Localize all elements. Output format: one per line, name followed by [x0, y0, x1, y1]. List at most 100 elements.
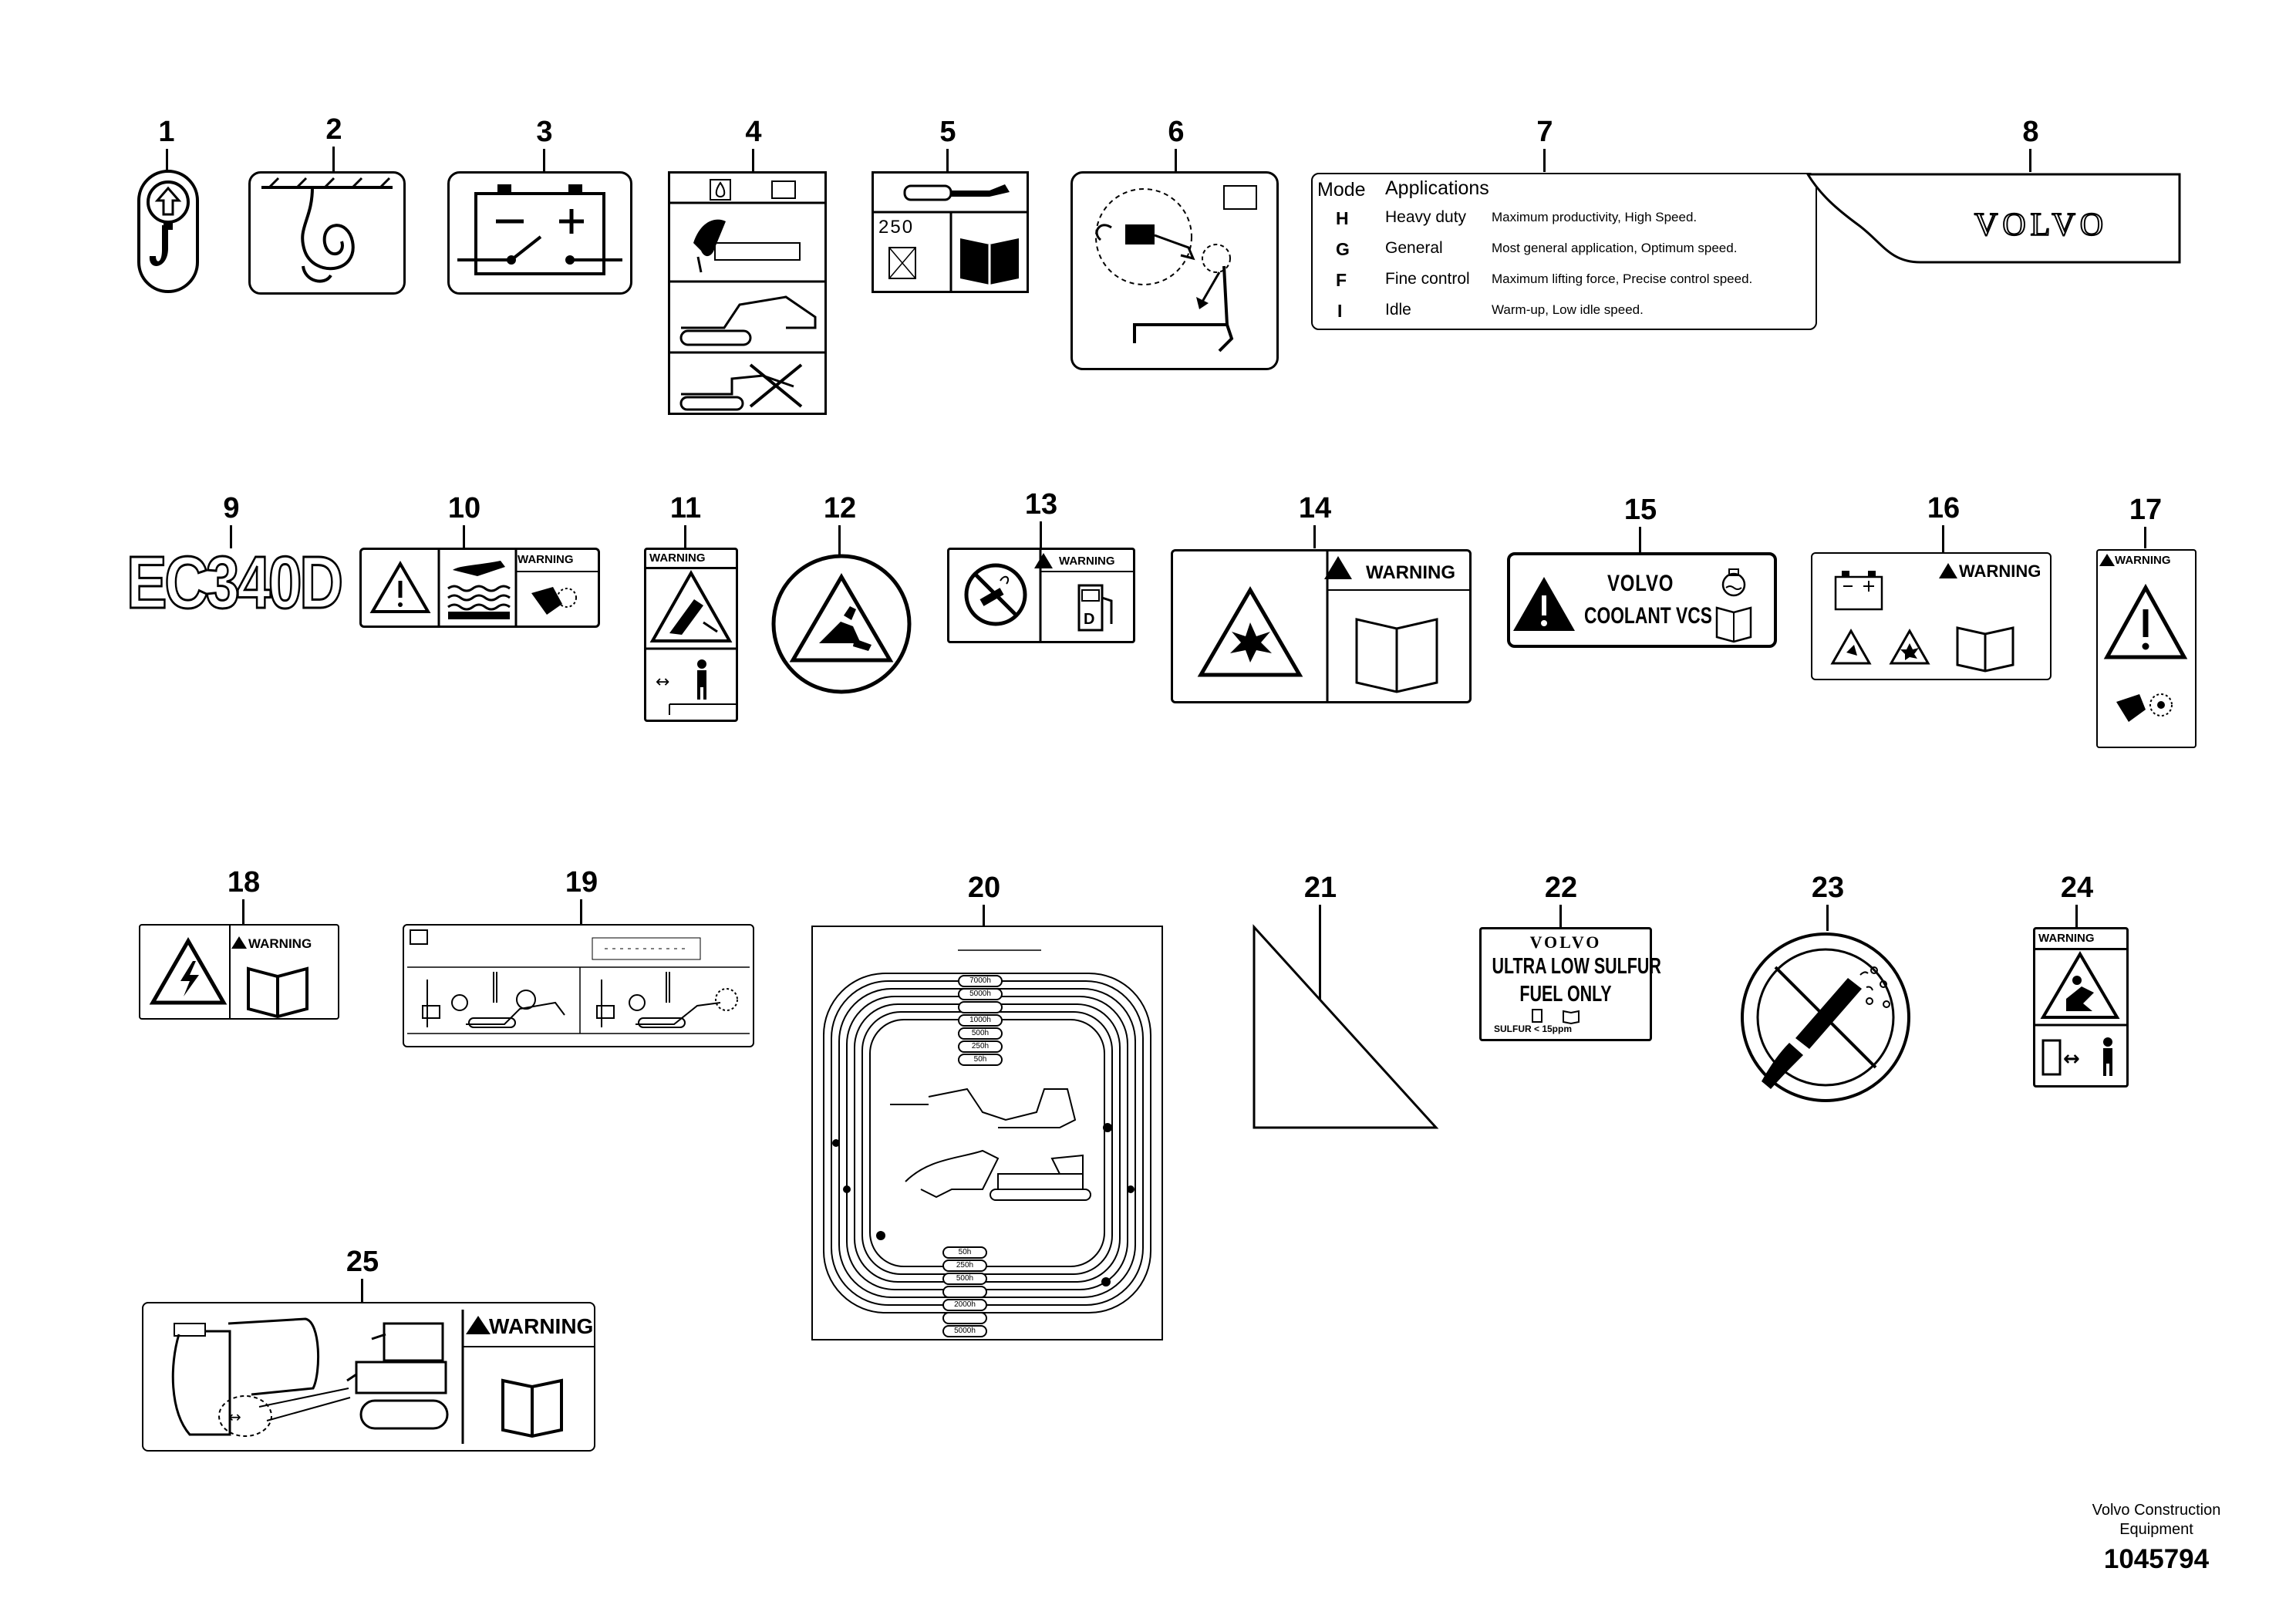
leader-line [1040, 521, 1042, 548]
interval-badge: 250h [958, 1040, 1003, 1053]
publisher-name-line1: Volvo Construction [2092, 1502, 2221, 1519]
leader-line [1175, 149, 1177, 172]
leader-line [361, 1279, 363, 1303]
volvo-wordmark: VOLVO [1974, 207, 2109, 244]
warning-label: WARNING [1059, 555, 1115, 568]
warning-label: WARNING [518, 553, 574, 566]
callout-23: 23 [1811, 872, 1845, 904]
explosion-warning-icons [1197, 551, 1469, 701]
crush-hazard-icon: ↔ [646, 569, 736, 715]
callout-20: 20 [967, 872, 1001, 904]
leader-line [1826, 905, 1829, 931]
interval-badge: 50h [942, 1246, 987, 1259]
warning-label: WARNING [489, 1314, 594, 1338]
leader-line [983, 905, 985, 928]
publisher-block: Volvo Construction Equipment [2064, 1501, 2249, 1539]
mode-description: Maximum lifting force, Precise control s… [1492, 271, 1753, 286]
mode-description: Maximum productivity, High Speed. [1492, 210, 1698, 224]
mode-name: Heavy duty [1385, 208, 1467, 226]
decal-18-electric-shock-warning: WARNING [139, 924, 339, 1020]
callout-12: 12 [823, 492, 857, 524]
callout-25: 25 [346, 1246, 379, 1278]
badge-outline-icon [1805, 173, 2181, 264]
drawing-number: 1045794 [2103, 1544, 2210, 1574]
callout-11: 11 [669, 492, 702, 524]
mode-code: G [1336, 239, 1350, 259]
interval-badge: 5000h [942, 1325, 987, 1337]
warning-label: WARNING [1366, 562, 1455, 583]
interval-badge: 500h [958, 1027, 1003, 1040]
warning-label: WARNING [2115, 554, 2171, 567]
interval-badge: 250h [942, 1259, 987, 1272]
battery-hazard-icons [1830, 563, 2014, 673]
leader-line [230, 525, 232, 548]
leader-line [580, 899, 582, 926]
callout-8: 8 [2022, 116, 2039, 148]
hot-surface-icons [369, 550, 598, 626]
applications-header: Applications [1385, 177, 1489, 199]
decal-8-volvo-badge: VOLVO [1805, 171, 2183, 265]
decal-9-model-name: EC340D [126, 541, 345, 624]
electric-shock-icons [149, 926, 308, 1018]
callout-9: 9 [223, 492, 240, 524]
publisher-name-line2: Equipment [2119, 1521, 2193, 1538]
decal-11-crush-hazard: WARNING ↔ [644, 548, 738, 722]
callout-22: 22 [1544, 872, 1578, 904]
decal-6-control-lever-lock [1070, 171, 1279, 370]
callout-1: 1 [158, 116, 175, 148]
leader-line [332, 147, 335, 173]
leader-line [946, 149, 949, 172]
interval-badge: 7000h [958, 975, 1003, 987]
decal-22-ultra-low-sulfur-fuel: VOLVO ULTRA LOW SULFUR FUEL ONLY SULFUR … [1479, 927, 1661, 1041]
warning-label: WARNING [1959, 561, 2041, 581]
interval-badge [958, 1001, 1003, 1013]
battery-switch-icon [457, 184, 622, 275]
mode-description: Most general application, Optimum speed. [1492, 241, 1738, 255]
leader-line [463, 525, 465, 550]
hydraulic-oil-check-icon [670, 179, 824, 411]
mode-code: F [1336, 270, 1347, 290]
leader-line [1543, 149, 1546, 172]
decal-15-coolant-vcs: VOLVO COOLANT VCS [1507, 552, 1777, 648]
leader-line [1559, 905, 1562, 928]
callout-16: 16 [1927, 492, 1961, 524]
service-chart-diagram [823, 949, 1151, 1313]
callout-19: 19 [565, 866, 598, 899]
hours-bottom-column: 50h 250h 500h 2000h 5000h [942, 1246, 987, 1338]
interval-badge: 1000h [958, 1014, 1003, 1027]
callout-7: 7 [1536, 116, 1553, 148]
leader-line [2144, 527, 2146, 548]
decal-2-hose-routing [248, 171, 406, 295]
lifting-hook-icon [147, 180, 190, 266]
decal-25-lever-lock-warning: ↔ WARNING [142, 1302, 595, 1452]
decal-16-battery-hazard: WARNING [1811, 552, 2052, 680]
interval-badge: 50h [958, 1054, 1003, 1066]
callout-3: 3 [536, 116, 553, 148]
interval-badge: 500h [942, 1273, 987, 1285]
decal-21-triangle-reflector-icon [1253, 924, 1439, 1129]
hours-top-column: 7000h 5000h 1000h 500h 250h 50h [958, 975, 1003, 1067]
leader-line [1313, 525, 1316, 548]
fuel-brand: VOLVO [1529, 932, 1602, 952]
callout-2: 2 [325, 113, 342, 146]
warning-label: WARNING [649, 551, 706, 565]
general-warning-icons [2099, 554, 2188, 722]
decal-10-hot-surface-warning: WARNING [359, 548, 600, 628]
svg-text:↔: ↔ [656, 673, 669, 692]
leader-line [684, 525, 686, 550]
interval-badge [942, 1286, 987, 1298]
control-lever-icon [1095, 185, 1257, 352]
decal-20-service-interval-chart: 7000h 5000h 1000h 500h 250h 50h 50h 250h… [811, 926, 1163, 1340]
coolant-warning-icons [1513, 568, 1752, 643]
mode-header: Mode [1317, 179, 1366, 201]
decal-17-eye-protection-warning: WARNING [2096, 549, 2197, 748]
callout-21: 21 [1303, 872, 1337, 904]
leader-line [2075, 905, 2078, 928]
interval-badge: 2000h [942, 1299, 987, 1311]
keep-distance-icons: ↔ [2035, 951, 2126, 1076]
decal-4-hydraulic-oil-level [668, 171, 827, 415]
decal-24-keep-distance-warning: WARNING ↔ [2033, 927, 2129, 1088]
svg-text:↔: ↔ [2063, 1047, 2080, 1071]
interval-hours: 250 [878, 217, 915, 238]
decal-12-hand-crush-icon [771, 554, 912, 694]
